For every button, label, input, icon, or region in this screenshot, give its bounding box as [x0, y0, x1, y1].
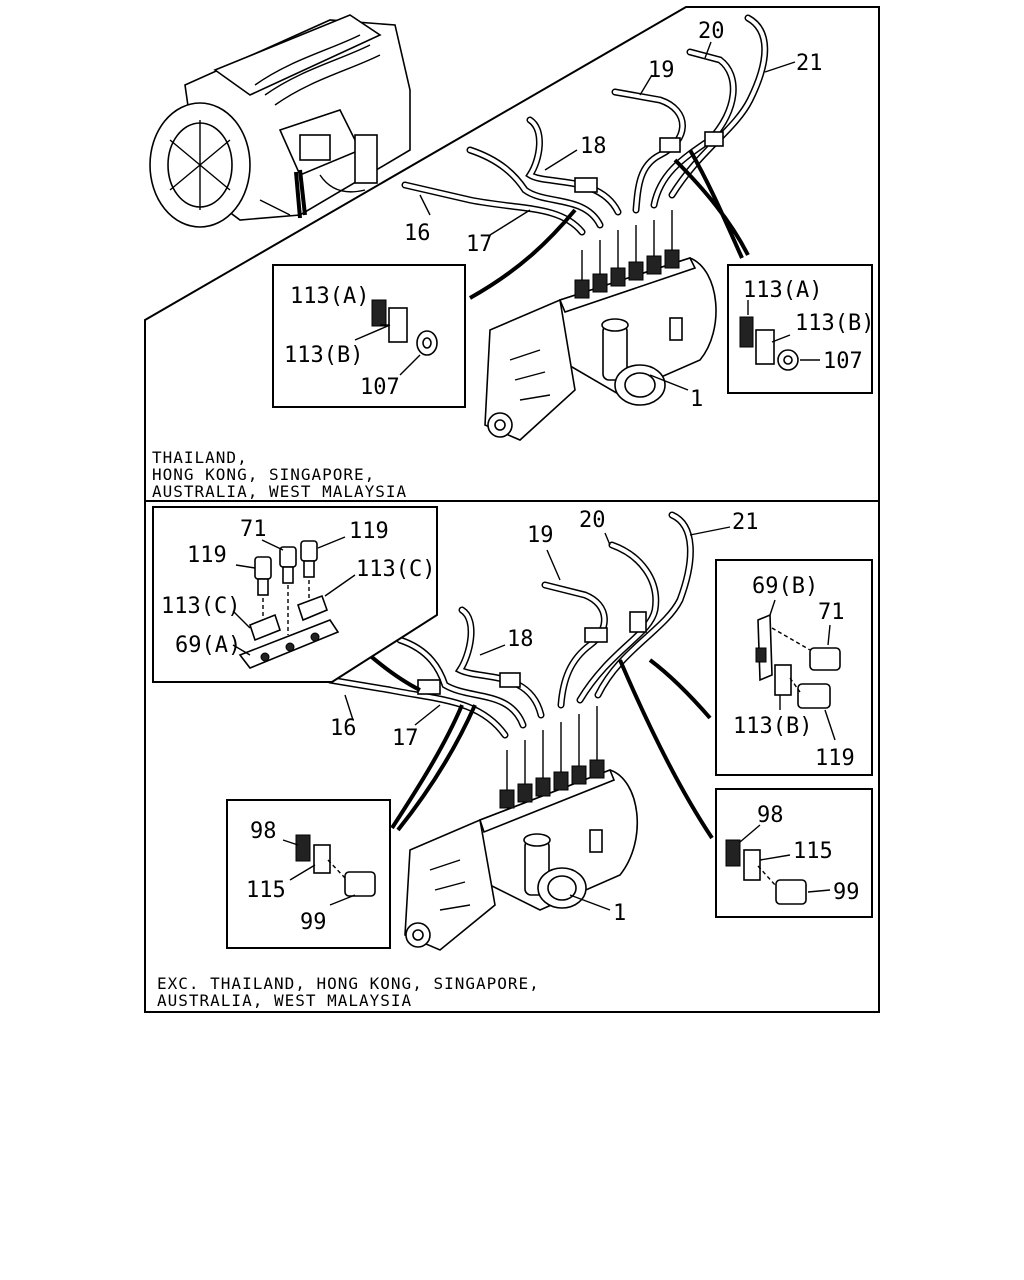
injection-pipes-upper: [401, 14, 769, 236]
inset-lower-br-label-115: 115: [793, 839, 833, 864]
inset-lower-rt-label-113b: 113(B): [733, 714, 812, 739]
callout-1-lower: 1: [613, 901, 626, 926]
callout-18-lower: 18: [507, 627, 534, 652]
leader-curve-lower-inset-rt: [648, 658, 712, 720]
callout-1-upper: 1: [690, 387, 703, 412]
lower-frame: [144, 500, 880, 1013]
inset-lower-br-label-98: 98: [757, 803, 784, 828]
engine-illustration: [149, 14, 411, 228]
inset-lower-right-top: [715, 559, 873, 776]
leader-curve-lower-inset-br: [618, 659, 714, 840]
callout-17-upper: 17: [466, 232, 493, 257]
callout-16-upper: 16: [404, 221, 431, 246]
inset-lower-bottom-left: [226, 799, 391, 949]
inset-lower-rt-label-119: 119: [815, 746, 855, 771]
inset-upper-right: [727, 264, 873, 394]
inset-lower-tl-label-119-right: 119: [349, 519, 389, 544]
region-text-lower-1: EXC. THAILAND, HONG KONG, SINGAPORE,: [157, 974, 540, 993]
inset-upper-left-label-113a: 113(A): [290, 284, 369, 309]
delivery-valves-lower: [499, 706, 605, 809]
inset-lower-tl-label-71: 71: [240, 517, 267, 542]
injection-pump-lower: [404, 768, 639, 951]
region-text-upper-1: THAILAND,: [152, 448, 248, 467]
inset-lower-rt-label-71: 71: [818, 600, 845, 625]
inset-lower-tl-label-113c-right: 113(C): [356, 557, 435, 582]
callout-leaders-upper: [419, 41, 796, 391]
inset-lower-tl-label-69a: 69(A): [175, 633, 241, 658]
delivery-valves-upper: [574, 210, 680, 299]
leader-curve-lower-inset-bl: [390, 704, 477, 832]
region-text-upper-3: AUSTRALIA, WEST MALAYSIA: [152, 482, 407, 501]
region-text-upper-2: HONG KONG, SINGAPORE,: [152, 465, 375, 484]
leader-curve-upper-right: [673, 149, 750, 259]
inset-lower-br-label-99: 99: [833, 880, 860, 905]
callout-20-upper: 20: [698, 19, 725, 44]
callout-19-upper: 19: [648, 58, 675, 83]
inset-lower-rt-label-69b: 69(B): [752, 574, 818, 599]
callout-17-lower: 17: [392, 726, 419, 751]
inset-lower-top-left: [152, 506, 438, 683]
inset-upper-right-label-113b: 113(B): [795, 311, 874, 336]
callout-21-lower: 21: [732, 510, 759, 535]
inset-lower-tl-label-113c-left: 113(C): [161, 594, 240, 619]
inset-upper-right-label-113a: 113(A): [743, 278, 822, 303]
callout-21-upper: 21: [796, 51, 823, 76]
callout-leaders-lower: [344, 526, 731, 911]
inset-lower-bottom-right: [715, 788, 873, 918]
inset-lower-bl-label-99: 99: [300, 910, 327, 935]
callout-20-lower: 20: [579, 508, 606, 533]
inset-lower-bl-label-115: 115: [246, 878, 286, 903]
callout-19-lower: 19: [527, 523, 554, 548]
leader-curve-upper-left: [469, 208, 577, 300]
region-text-lower-2: AUSTRALIA, WEST MALAYSIA: [157, 991, 412, 1010]
inset-upper-left-label-107: 107: [360, 375, 400, 400]
injection-pipes-lower: [326, 511, 694, 739]
callout-16-lower: 16: [330, 716, 357, 741]
upper-frame: [144, 6, 880, 502]
inset-upper-left: [272, 264, 466, 408]
callout-18-upper: 18: [580, 134, 607, 159]
inset-upper-right-label-107: 107: [823, 349, 863, 374]
inset-lower-tl-label-119-left: 119: [187, 543, 227, 568]
inset-upper-left-label-113b: 113(B): [284, 343, 363, 368]
inset-lower-bl-label-98: 98: [250, 819, 277, 844]
